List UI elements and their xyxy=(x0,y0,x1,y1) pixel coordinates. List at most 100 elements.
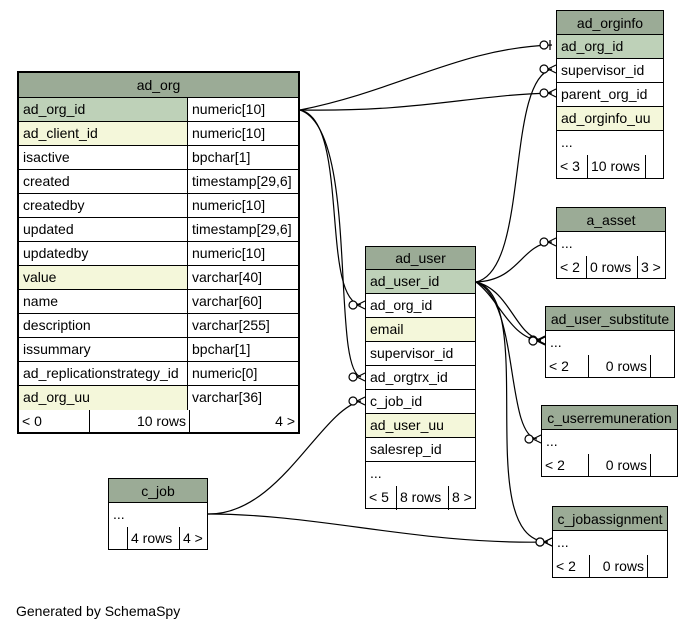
parent-count: < 0 xyxy=(22,413,42,429)
table-footer: 4 rows 4 > xyxy=(109,527,207,550)
edge-org-orginfo-parent-circle xyxy=(539,88,549,98)
column-row[interactable]: ... xyxy=(557,232,665,256)
table-footer: < 3 10 rows xyxy=(557,155,663,179)
edge-org-user-trx-circle xyxy=(348,372,358,382)
column-name: name xyxy=(23,293,59,309)
edge-job-jobassignment-circle xyxy=(535,537,545,547)
table-footer: < 2 0 rows xyxy=(546,355,674,378)
table-c-userremuneration[interactable]: c_userremuneration ... < 2 0 rows xyxy=(541,405,678,477)
child-count xyxy=(647,555,667,578)
column-name: supervisor_id xyxy=(370,345,454,361)
column-row[interactable]: parent_org_id xyxy=(557,83,663,107)
table-footer: < 2 0 rows xyxy=(542,454,677,477)
child-count: 4 > xyxy=(189,410,298,434)
column-name: ad_user_uu xyxy=(366,414,475,437)
table-footer: < 2 0 rows 3 > xyxy=(557,256,665,279)
column-row[interactable]: ... xyxy=(109,503,207,527)
column-name: ad_org_uu xyxy=(19,386,187,410)
child-count: 4 > xyxy=(179,527,207,550)
parent-count: < 2 xyxy=(549,358,569,374)
table-header: ad_orginfo xyxy=(557,11,663,35)
edge-user-asset-crow xyxy=(547,237,557,247)
column-list: ... xyxy=(557,232,665,256)
table-c-job[interactable]: c_job ... 4 rows 4 > xyxy=(108,478,208,550)
column-row[interactable]: ... xyxy=(542,430,677,454)
column-row[interactable]: ad_orginfo_uu xyxy=(557,107,663,131)
row-count: 0 rows xyxy=(588,454,650,477)
column-name: ... xyxy=(561,134,573,150)
column-row[interactable]: supervisor_id xyxy=(557,59,663,83)
edge-user-asset xyxy=(475,241,553,283)
column-row[interactable]: ad_user_id xyxy=(366,270,475,294)
column-row[interactable]: email xyxy=(366,318,475,342)
column-name: ad_replicationstrategy_id xyxy=(23,365,179,381)
column-type: bpchar[1] xyxy=(187,338,298,361)
column-name: ad_client_id xyxy=(19,122,187,145)
column-name: ... xyxy=(370,465,382,481)
column-row[interactable]: ad_org_id xyxy=(557,35,663,59)
row-count: 0 rows xyxy=(588,355,650,378)
column-row[interactable]: ... xyxy=(546,331,674,355)
table-header: a_asset xyxy=(557,208,665,232)
column-name: c_job_id xyxy=(370,393,423,409)
column-type: numeric[10] xyxy=(187,122,298,145)
edge-org-user-circle xyxy=(348,300,358,310)
edge-org-orginfo xyxy=(299,44,553,111)
column-name: parent_org_id xyxy=(561,86,648,102)
parent-count: < 5 xyxy=(369,489,389,505)
table-header: c_jobassignment xyxy=(553,507,667,531)
column-type: numeric[10] xyxy=(187,194,298,217)
column-row[interactable]: ad_user_uu xyxy=(366,414,475,438)
column-name: ad_org_id xyxy=(557,35,663,58)
column-name: ... xyxy=(550,334,562,350)
table-footer: < 0 10 rows 4 > xyxy=(19,410,298,434)
edge-user-jobassignment xyxy=(475,281,549,543)
edge-job-jobassignment-crow xyxy=(543,537,553,547)
column-row[interactable]: c_job_id xyxy=(366,390,475,414)
column-row[interactable]: ... xyxy=(557,131,663,155)
column-row[interactable]: ... xyxy=(366,462,475,486)
column-list: ... xyxy=(109,503,207,527)
parent-count: < 3 xyxy=(560,158,580,174)
edge-job-user-circle xyxy=(348,396,358,406)
edge-user-substitute-1-circle xyxy=(528,335,538,345)
edge-user-orginfo-supervisor-circle xyxy=(539,64,549,74)
column-row[interactable]: ad_org_id xyxy=(366,294,475,318)
table-ad-user-substitute[interactable]: ad_user_substitute ... < 2 0 rows xyxy=(545,306,675,378)
table-header: ad_org xyxy=(19,73,298,98)
row-count: 8 rows xyxy=(396,486,448,510)
column-row[interactable]: supervisor_id xyxy=(366,342,475,366)
edge-user-substitute-1-crow xyxy=(536,335,546,345)
column-row[interactable]: ... xyxy=(553,531,667,555)
child-count xyxy=(650,454,677,477)
edge-org-orginfo-parent-crow xyxy=(547,88,557,98)
column-row[interactable]: ad_orgtrx_id xyxy=(366,366,475,390)
column-name: ad_org_id xyxy=(19,98,187,121)
parent-count: < 2 xyxy=(556,558,576,574)
column-name: ad_orginfo_uu xyxy=(557,107,663,130)
column-row[interactable]: salesrep_id xyxy=(366,438,475,462)
column-type: varchar[40] xyxy=(187,266,298,289)
row-count: 4 rows xyxy=(127,527,179,550)
table-a-asset[interactable]: a_asset ... < 2 0 rows 3 > xyxy=(556,207,666,279)
column-name: description xyxy=(23,317,91,333)
table-c-jobassignment[interactable]: c_jobassignment ... < 2 0 rows xyxy=(552,506,668,578)
